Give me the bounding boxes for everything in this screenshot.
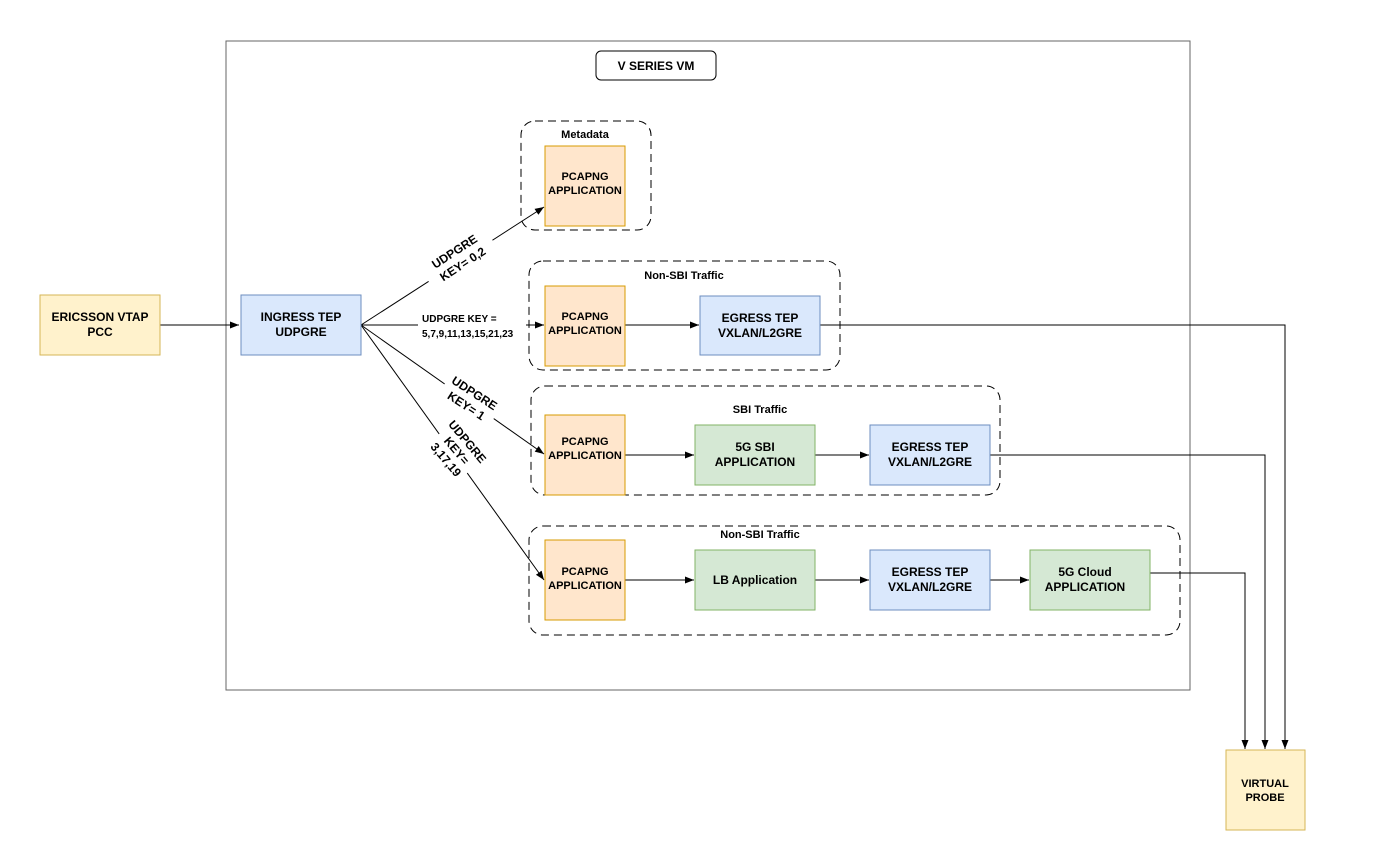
- node-egress-nonsbi2-line2: VXLAN/L2GRE: [888, 580, 972, 594]
- node-5g-cloud-app-box: [1029, 549, 1151, 611]
- node-pcapng-nonsbi2-box: [544, 539, 626, 621]
- node-5g-sbi-app-box: [694, 424, 816, 486]
- node-5g-sbi-app-line2: APPLICATION: [715, 455, 795, 469]
- edge-label-metadata-bg: [417, 222, 499, 291]
- node-ericsson-vtap-box: [39, 294, 161, 356]
- vm-title-box: [595, 50, 717, 81]
- node-egress-nonsbi2-line1: EGRESS TEP: [892, 565, 969, 579]
- node-egress-sbi-line1: EGRESS TEP: [892, 440, 969, 454]
- node-pcapng-nonsbi1-line1: PCAPNG: [561, 311, 608, 323]
- edge-egress1-probe: [820, 324, 1289, 749]
- node-ericsson-vtap[interactable]: ERICSSON VTAP PCC: [39, 294, 161, 356]
- group-non-sbi-1: [528, 260, 841, 371]
- node-5g-cloud-app-line2: APPLICATION: [1045, 580, 1125, 594]
- node-pcapng-nonsbi1[interactable]: PCAPNG APPLICATION: [544, 285, 626, 367]
- node-ingress-tep-box: [240, 294, 362, 356]
- node-pcapng-nonsbi1-box: [544, 285, 626, 367]
- node-ingress-tep-line2: UDPGRE: [275, 325, 326, 339]
- edge-cloud-probe: [1150, 572, 1249, 749]
- edge-label-nonsbi1-line2: 5,7,9,11,13,15,21,23: [422, 329, 514, 340]
- node-egress-nonsbi2[interactable]: EGRESS TEP VXLAN/L2GRE: [869, 549, 991, 611]
- node-ericsson-vtap-line1: ERICSSON VTAP: [51, 310, 148, 324]
- node-pcapng-metadata-line2: APPLICATION: [548, 185, 622, 197]
- vm-title: V SERIES VM: [618, 59, 695, 73]
- node-pcapng-nonsbi1-line2: APPLICATION: [548, 325, 622, 337]
- node-5g-cloud-app[interactable]: 5G Cloud APPLICATION: [1029, 549, 1151, 611]
- node-ericsson-vtap-line2: PCC: [87, 325, 113, 339]
- node-pcapng-nonsbi2-line2: APPLICATION: [548, 580, 622, 592]
- group-sbi-label: SBI Traffic: [733, 404, 787, 416]
- node-5g-sbi-app-line1: 5G SBI: [735, 440, 774, 454]
- edge-label-nonsbi2-bg: [422, 416, 491, 485]
- edge-label-nonsbi1-bg: [418, 310, 526, 340]
- node-egress-nonsbi1[interactable]: EGRESS TEP VXLAN/L2GRE: [699, 295, 821, 356]
- node-lb-app-box: [694, 549, 816, 611]
- edge-label-nonsbi1-line1: UDPGRE KEY =: [422, 314, 497, 325]
- node-ingress-tep[interactable]: INGRESS TEP UDPGRE: [240, 294, 362, 356]
- node-egress-nonsbi2-box: [869, 549, 991, 611]
- node-5g-sbi-app[interactable]: 5G SBI APPLICATION: [694, 424, 816, 486]
- node-lb-app[interactable]: LB Application: [694, 549, 816, 611]
- node-egress-sbi-box: [869, 424, 991, 486]
- node-egress-nonsbi1-line1: EGRESS TEP: [722, 311, 799, 325]
- node-egress-nonsbi1-line2: VXLAN/L2GRE: [718, 326, 802, 340]
- node-egress-nonsbi1-box: [699, 295, 821, 356]
- node-ingress-tep-line1: INGRESS TEP: [261, 310, 342, 324]
- node-pcapng-metadata[interactable]: PCAPNG APPLICATION: [544, 145, 626, 227]
- group-metadata-label: Metadata: [561, 129, 610, 141]
- node-virtual-probe[interactable]: VIRTUAL PROBE: [1225, 749, 1306, 831]
- group-non-sbi-2: [528, 525, 1181, 636]
- node-pcapng-metadata-box: [544, 145, 626, 227]
- node-egress-sbi[interactable]: EGRESS TEP VXLAN/L2GRE: [869, 424, 991, 486]
- edge-label-metadata: UDPGRE KEY= 0,2: [417, 222, 499, 291]
- node-egress-sbi-line2: VXLAN/L2GRE: [888, 455, 972, 469]
- node-pcapng-metadata-line1: PCAPNG: [561, 171, 608, 183]
- node-lb-app-line1: LB Application: [713, 573, 797, 587]
- vm-container: [225, 40, 1191, 691]
- edge-label-sbi-bg: [437, 368, 505, 429]
- node-virtual-probe-box: [1225, 749, 1306, 831]
- node-pcapng-sbi-line1: PCAPNG: [561, 436, 608, 448]
- group-metadata: [520, 120, 652, 231]
- group-sbi: [530, 385, 1001, 496]
- node-pcapng-sbi-box: [544, 414, 626, 496]
- node-pcapng-sbi-line2: APPLICATION: [548, 450, 622, 462]
- node-virtual-probe-line2: PROBE: [1245, 792, 1284, 804]
- node-pcapng-nonsbi2[interactable]: PCAPNG APPLICATION: [544, 539, 626, 621]
- node-pcapng-nonsbi2-line1: PCAPNG: [561, 566, 608, 578]
- edge-label-nonsbi2: UDPGRE KEY= 3,17,19: [422, 416, 491, 485]
- node-pcapng-sbi[interactable]: PCAPNG APPLICATION: [544, 414, 626, 496]
- node-5g-cloud-app-line1: 5G Cloud: [1058, 565, 1111, 579]
- edge-egress-sbi-probe: [990, 454, 1269, 749]
- group-non-sbi-2-label: Non-SBI Traffic: [720, 529, 799, 541]
- node-virtual-probe-line1: VIRTUAL: [1241, 778, 1289, 790]
- group-non-sbi-1-label: Non-SBI Traffic: [644, 270, 723, 282]
